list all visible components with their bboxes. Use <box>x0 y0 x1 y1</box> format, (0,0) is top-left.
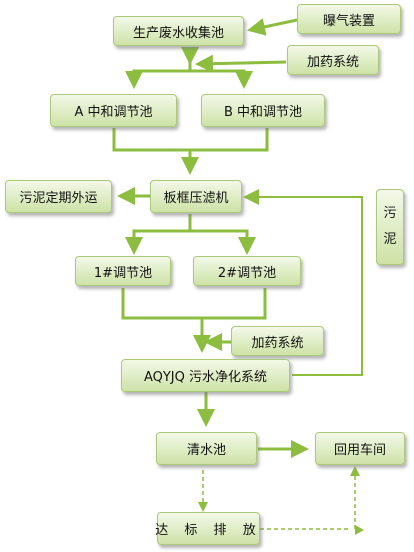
tank-2-node: 2#调节池 <box>193 256 301 286</box>
arrow-split-to-tank2 <box>190 229 256 255</box>
dosing-system-label-1: 加药系统 <box>306 54 359 70</box>
arrow-split-to-a <box>125 62 192 89</box>
purification-system-label: AQYJQ 污水净化系统 <box>143 370 268 385</box>
collection-tank-label: 生产废水收集池 <box>132 25 224 41</box>
dosing-system-node-2: 加药系统 <box>231 326 324 356</box>
dashed-arrowhead-reuse <box>350 466 360 476</box>
sludge-removal-node: 污泥定期外运 <box>5 180 112 213</box>
reuse-workshop-label: 回用车间 <box>333 443 386 458</box>
dosing-system-label-2: 加药系统 <box>251 335 304 351</box>
aeration-device-node: 曝气装置 <box>297 4 401 34</box>
arrow-aeration-to-collection <box>247 18 298 36</box>
neutral-tank-a-label: A 中和调节池 <box>74 105 153 120</box>
neutral-tank-b-label: B 中和调节池 <box>223 105 303 120</box>
tank-1-label: 1#调节池 <box>93 265 153 281</box>
arrow-sludge-return <box>243 189 363 376</box>
discharge-node: 达 标 排 放 <box>155 512 262 545</box>
sludge-return-label-2: 泥 <box>383 232 397 247</box>
clear-water-tank-label: 清水池 <box>186 443 226 458</box>
line-merge-ab <box>112 128 269 152</box>
aeration-device-label: 曝气装置 <box>322 13 375 29</box>
arrow-dosing1-to-line <box>195 54 287 73</box>
dashed-arrowhead-right <box>355 525 364 535</box>
sludge-removal-label: 污泥定期外运 <box>19 191 98 206</box>
neutral-tank-a-node: A 中和调节池 <box>50 94 177 127</box>
tank-1-node: 1#调节池 <box>75 256 171 286</box>
collection-tank-node: 生产废水收集池 <box>113 16 244 46</box>
dosing-system-node-1: 加药系统 <box>287 45 379 75</box>
filter-press-label: 板框压滤机 <box>163 191 229 206</box>
purification-system-node: AQYJQ 污水净化系统 <box>121 359 290 392</box>
sludge-return-label-1: 污 <box>383 206 397 221</box>
discharge-label: 达 标 排 放 <box>155 523 262 538</box>
arrow-split-to-b <box>190 69 253 89</box>
clear-water-tank-node: 清水池 <box>156 432 257 465</box>
dashed-arrowhead-discharge <box>198 502 208 512</box>
neutral-tank-b-node: B 中和调节池 <box>201 94 325 127</box>
sludge-return-node: 污 泥 <box>376 189 404 265</box>
reuse-workshop-node: 回用车间 <box>315 432 405 465</box>
filter-press-node: 板框压滤机 <box>150 180 242 213</box>
line-merge-tanks <box>121 288 267 320</box>
tank-2-label: 2#调节池 <box>217 265 277 281</box>
arrow-split-to-tank1 <box>125 229 190 255</box>
